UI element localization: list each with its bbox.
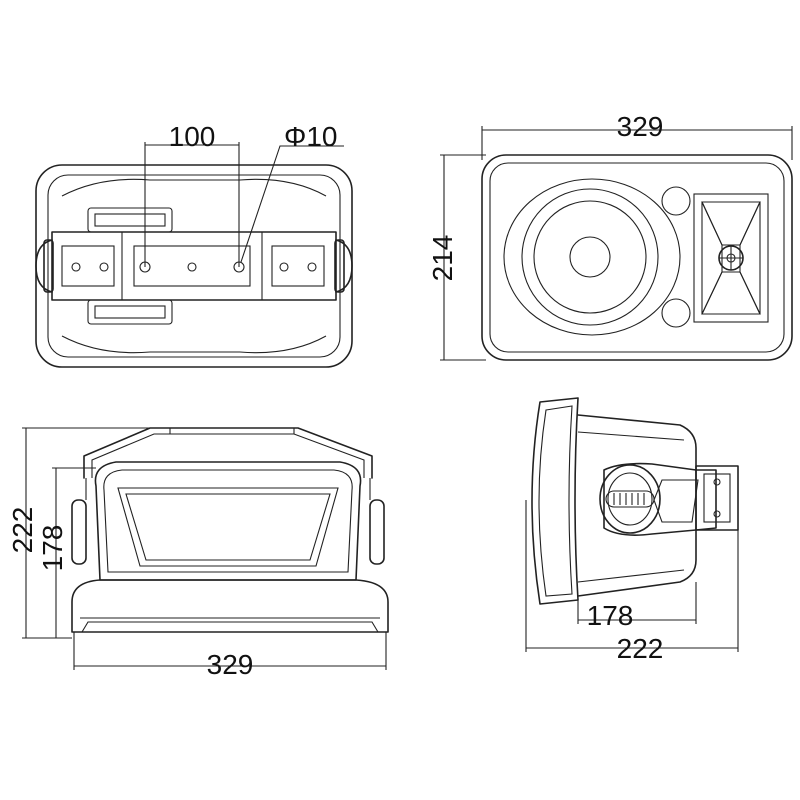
back-body-height-label: 178 — [37, 525, 68, 572]
back-view-recess-inner — [125, 493, 331, 561]
horn-flare-left — [701, 201, 723, 315]
back-view-base-flange — [71, 579, 389, 633]
bracket-hole — [187, 262, 197, 272]
woofer-dust-cap — [569, 236, 611, 278]
bracket-plate-left — [61, 245, 115, 287]
wall-plate-hole — [713, 510, 721, 518]
back-view-bracket-arch — [83, 427, 373, 479]
back-view-body — [94, 461, 362, 581]
woofer-cone — [533, 200, 647, 314]
top-view-knob-left-ring — [43, 239, 54, 293]
back-total-height-label: 222 — [7, 507, 38, 554]
port-hole-upper — [661, 186, 691, 216]
back-view: 329 222 178 — [7, 427, 389, 680]
bracket-plate-center — [133, 245, 251, 287]
port-hole-lower — [661, 298, 691, 328]
side-view-wall-plate — [695, 465, 739, 531]
top-slot-lower — [87, 299, 173, 325]
woofer-surround — [521, 188, 659, 326]
side-view-knob — [599, 464, 661, 534]
top-slot-lower-inner — [94, 305, 166, 319]
base-flange-lip — [81, 621, 379, 633]
horn-flare-right — [739, 201, 761, 315]
side-view-knob-inner — [607, 472, 653, 526]
top-view-upper-contour — [61, 178, 327, 197]
cabinet-edge-top — [577, 431, 685, 441]
side-view-grille-face-inner — [538, 405, 573, 597]
side-view: 178 222 — [525, 397, 739, 664]
front-view-outer-shell — [481, 154, 793, 361]
cabinet-edge-bottom — [577, 569, 685, 583]
top-view-knob-right-ring — [334, 239, 345, 293]
top-view-lower-contour — [61, 335, 327, 354]
woofer-outer-ring — [503, 178, 681, 336]
top-view: 100 Φ10 — [35, 121, 353, 368]
side-view-wall-plate-inner — [703, 473, 731, 523]
front-view-inner-shell — [489, 162, 785, 353]
back-view-knob-right — [369, 499, 385, 565]
hole-diameter-label: Φ10 — [284, 121, 337, 152]
top-slot-upper — [87, 207, 173, 233]
back-view-body-inner — [103, 469, 353, 573]
back-view-bracket-arch-inner — [91, 433, 365, 478]
front-view: 329 214 — [427, 111, 793, 361]
bracket-hole — [71, 262, 81, 272]
back-view-recess — [117, 487, 339, 567]
side-view-cabinet — [577, 414, 697, 597]
top-slot-upper-inner — [94, 213, 166, 227]
side-total-depth-label: 222 — [617, 633, 664, 664]
spacing-label: 100 — [169, 121, 216, 152]
bracket-hole — [99, 262, 109, 272]
bracket-hole — [279, 262, 289, 272]
knob-grip — [605, 490, 655, 508]
tweeter-horn-frame — [693, 193, 769, 323]
front-width-label: 329 — [617, 111, 664, 142]
top-view-inner-shell — [47, 174, 341, 358]
bracket-plate-right — [271, 245, 325, 287]
back-view-knob-left — [71, 499, 87, 565]
top-view-outer-shell — [35, 164, 353, 368]
mounting-bracket — [51, 231, 337, 301]
back-width-label: 329 — [207, 649, 254, 680]
bracket-arm — [653, 479, 699, 523]
hole-leader-line — [240, 145, 344, 263]
wall-plate-hole — [713, 478, 721, 486]
horn-flare-top — [701, 201, 761, 246]
side-view-bracket — [603, 462, 717, 536]
side-body-depth-label: 178 — [587, 600, 634, 631]
horn-flare-bottom — [701, 271, 761, 315]
front-height-label: 214 — [427, 235, 458, 282]
bracket-hole — [307, 262, 317, 272]
